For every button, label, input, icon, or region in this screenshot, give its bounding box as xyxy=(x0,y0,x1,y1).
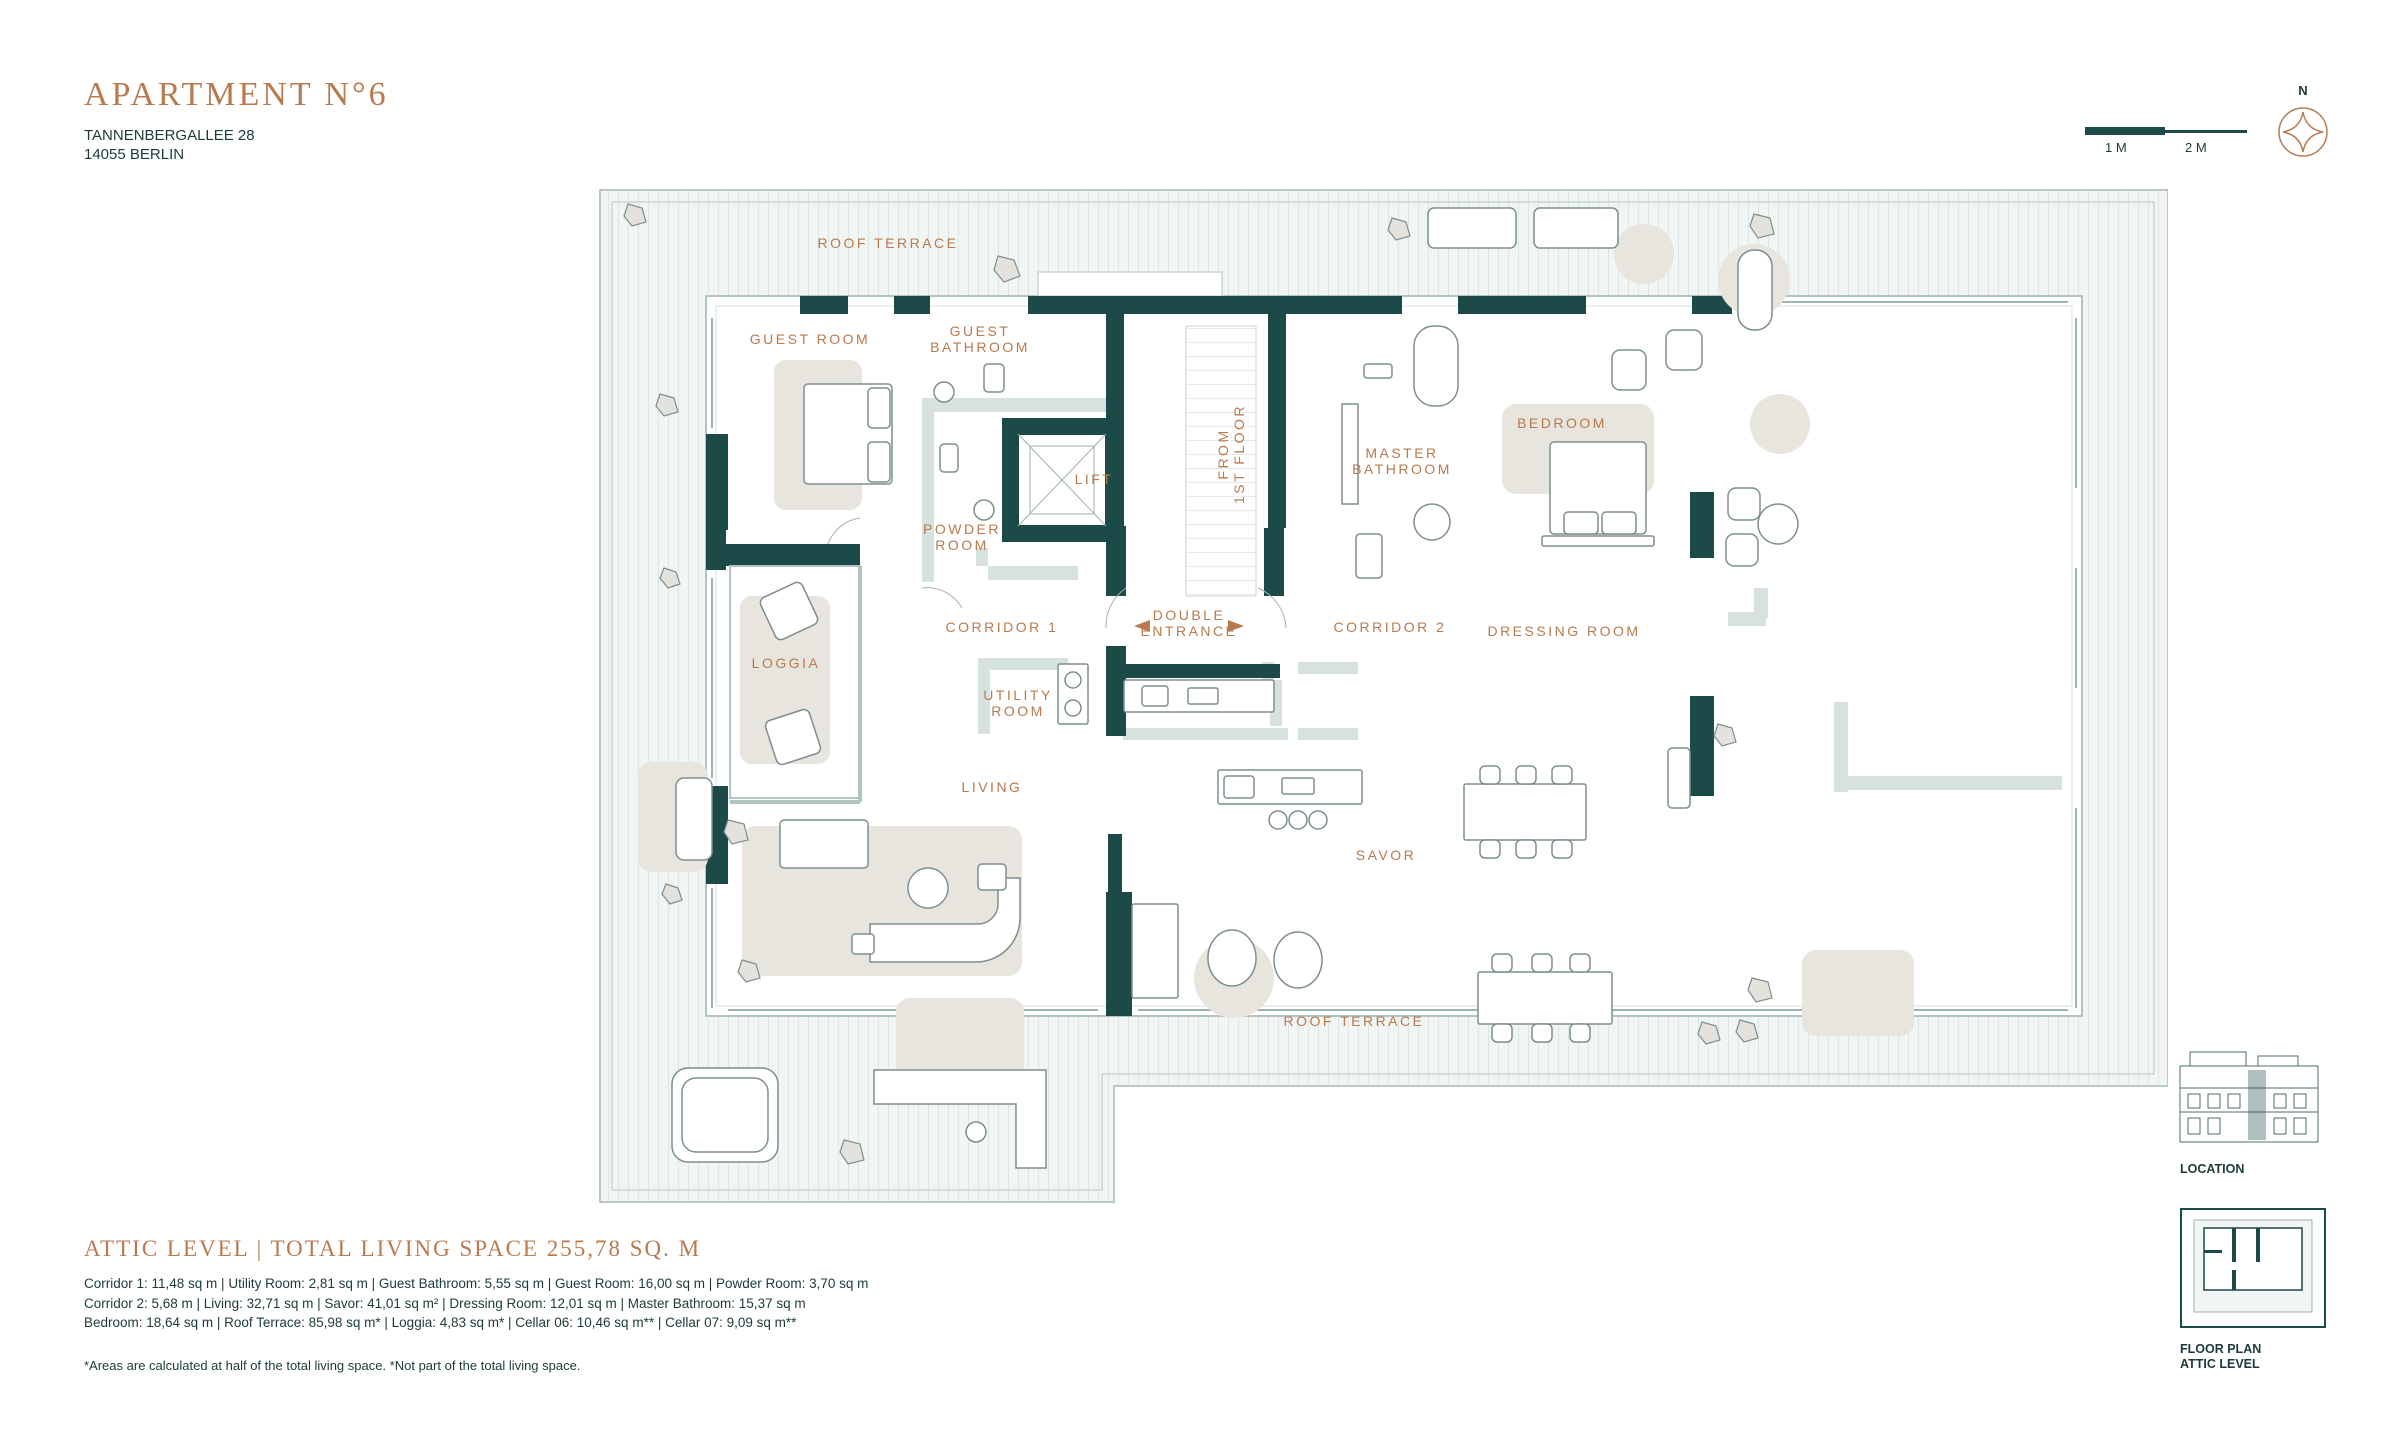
scale-label-2m: 2 M xyxy=(2185,140,2207,155)
entrance-arrow-right-icon xyxy=(1228,620,1244,632)
walls xyxy=(706,296,1732,1016)
roof-skylight xyxy=(1037,271,1223,297)
area-footnote: *Areas are calculated at half of the tot… xyxy=(84,1358,581,1373)
area-line-1: Corridor 1: 11,48 sq m | Utility Room: 2… xyxy=(84,1276,869,1291)
north-compass: N xyxy=(2273,82,2333,162)
address-city: 14055 BERLIN xyxy=(84,146,185,163)
label-utility-room-1: UTILITY xyxy=(983,687,1053,703)
apartment-title: APARTMENT N°6 xyxy=(84,76,389,113)
staircase xyxy=(1185,325,1257,597)
label-guest-room: GUEST ROOM xyxy=(750,331,870,347)
plant-icons xyxy=(623,203,1775,1165)
terrace-parapet xyxy=(611,201,2155,1191)
label-double-entrance-2: ENTRANCE xyxy=(1140,623,1237,639)
label-dressing-room: DRESSING ROOM xyxy=(1487,623,1640,639)
area-line-2: Corridor 2: 5,68 m | Living: 32,71 sq m … xyxy=(84,1295,806,1311)
compass-ring-icon xyxy=(2278,107,2328,157)
label-master-bathroom-1: MASTER xyxy=(1365,445,1438,461)
label-corridor-1: CORRIDOR 1 xyxy=(946,619,1059,635)
label-powder-room-1: POWDER xyxy=(923,521,1001,537)
floor-plan-caption-1: FLOOR PLAN xyxy=(2180,1342,2262,1356)
scale-label-1m: 1 M xyxy=(2105,140,2127,155)
area-line-3: Bedroom: 18,64 sq m | Roof Terrace: 85,9… xyxy=(84,1315,797,1330)
kitchen xyxy=(1057,663,1363,830)
label-utility-room-2: ROOM xyxy=(991,703,1045,719)
floor-plan-caption-2: ATTIC LEVEL xyxy=(2180,1357,2260,1371)
label-guest-bathroom-1: GUEST xyxy=(950,323,1011,339)
label-roof-terrace-bottom: ROOF TERRACE xyxy=(1284,1013,1425,1029)
door-swings xyxy=(827,517,1287,629)
dining-tables xyxy=(1463,765,1613,1043)
location-thumbnail xyxy=(2178,1048,2320,1144)
label-loggia: LOGGIA xyxy=(752,655,821,671)
floor-plan-caption: FLOOR PLAN ATTIC LEVEL xyxy=(2180,1342,2261,1372)
address: TANNENBERGALLEE 28 14055 BERLIN xyxy=(84,126,255,164)
compass-north-label: N xyxy=(2298,83,2307,98)
location-caption: LOCATION xyxy=(2180,1162,2245,1176)
living-furniture xyxy=(675,581,1179,999)
label-roof-terrace-top: ROOF TERRACE xyxy=(818,235,959,251)
floor-plan: ROOF TERRACE GUEST ROOM GUEST BATHROOM L… xyxy=(598,188,2168,1204)
scale-bar-segment-2 xyxy=(2165,130,2247,133)
compass-star-icon xyxy=(2282,111,2324,153)
label-powder-room-2: ROOM xyxy=(935,537,989,553)
scale-bar: 1 M 2 M xyxy=(2085,120,2247,160)
label-master-bathroom-2: BATHROOM xyxy=(1352,461,1452,477)
label-savor: SAVOR xyxy=(1356,847,1416,863)
area-list: Corridor 1: 11,48 sq m | Utility Room: 2… xyxy=(84,1274,868,1333)
beds xyxy=(803,383,1655,547)
label-bedroom: BEDROOM xyxy=(1517,415,1607,431)
address-street: TANNENBERGALLEE 28 xyxy=(84,127,255,144)
label-corridor-2: CORRIDOR 2 xyxy=(1334,619,1447,635)
summary-heading: ATTIC LEVEL | TOTAL LIVING SPACE 255,78 … xyxy=(84,1236,702,1261)
floor-plan-thumbnail xyxy=(2180,1208,2326,1328)
entrance-arrow-left-icon xyxy=(1134,620,1150,632)
terrace-furniture xyxy=(671,207,1799,1169)
bathroom-fixtures xyxy=(933,325,1459,579)
label-living: LIVING xyxy=(962,779,1023,795)
label-from-first-floor-1: FROM xyxy=(1215,428,1231,479)
label-guest-bathroom-2: BATHROOM xyxy=(930,339,1030,355)
label-lift: LIFT xyxy=(1075,471,1114,487)
label-double-entrance-1: DOUBLE xyxy=(1153,607,1226,623)
label-from-first-floor-2: 1ST FLOOR xyxy=(1231,404,1247,504)
scale-bar-segment-1 xyxy=(2085,127,2165,135)
